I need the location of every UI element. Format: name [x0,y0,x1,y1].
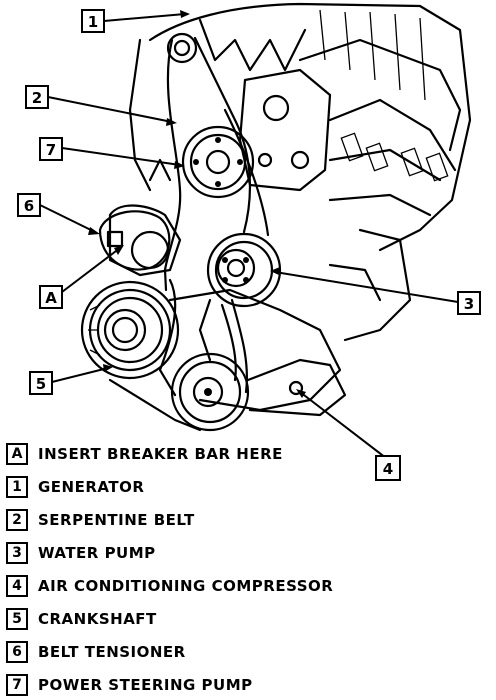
engine-belt-diagram: 1 2 7 6 A 5 3 [17,2,481,432]
legend-label: BELT TENSIONER [38,643,186,661]
legend-key: 5 [6,608,28,630]
legend-label: AIR CONDITIONING COMPRESSOR [38,577,334,595]
legend-key: A [6,443,28,465]
legend-key: 3 [6,542,28,564]
legend-key: 2 [6,509,28,531]
tensioner-pulley [98,210,171,271]
legend-label: CRANKSHAFT [38,610,157,628]
legend-label: INSERT BREAKER BAR HERE [38,445,283,463]
svg-text:1: 1 [88,13,98,31]
legend-item-2: 2 SERPENTINE BELT [6,506,195,534]
power-steering-pulley [181,125,255,199]
svg-text:7: 7 [46,141,56,159]
callout-3: 3 [270,267,481,315]
legend-item-1: 1 GENERATOR [6,473,144,501]
crankshaft-pulley [80,280,180,380]
callout-7: 7 [39,137,185,169]
serpentine-belt [108,36,270,432]
legend-item-4: 4 AIR CONDITIONING COMPRESSOR [6,572,333,600]
engine-block-drawing [108,2,472,412]
callout-6: 6 [17,193,100,235]
legend-key: 7 [6,674,28,696]
svg-text:3: 3 [464,295,474,313]
svg-text:5: 5 [36,375,46,393]
legend-item-7: 7 POWER STEERING PUMP [6,671,253,699]
legend-item-a: A INSERT BREAKER BAR HERE [6,440,283,468]
legend-label: SERPENTINE BELT [38,511,195,529]
legend-label: GENERATOR [38,478,145,496]
legend-item-6: 6 BELT TENSIONER [6,638,186,666]
legend: A INSERT BREAKER BAR HERE 1 GENERATOR 2 … [6,440,486,700]
legend-item-5: 5 CRANKSHAFT [6,605,157,633]
callout-1: 1 [81,9,190,33]
legend-key: 4 [6,575,28,597]
legend-label: WATER PUMP [38,544,156,562]
svg-text:6: 6 [24,197,34,215]
water-pump-pulley [206,232,282,308]
legend-key: 6 [6,641,28,663]
callout-5: 5 [29,364,113,395]
svg-text:A: A [45,289,57,307]
legend-key: 1 [6,476,28,498]
callout-2: 2 [25,85,177,126]
legend-item-3: 3 WATER PUMP [6,539,156,567]
legend-label: POWER STEERING PUMP [38,676,253,694]
callout-A: A [39,245,124,309]
generator-pulley [166,32,198,64]
svg-text:2: 2 [32,89,42,107]
